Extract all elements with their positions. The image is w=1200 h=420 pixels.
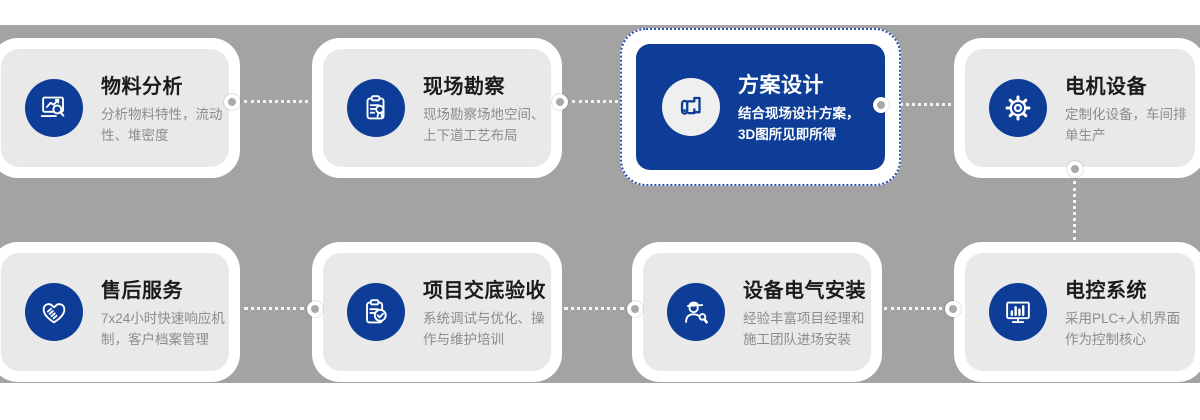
card-text: 现场勘察 现场勘察场地空间、上下道工艺布局	[423, 70, 551, 147]
connector-dotted-line	[1073, 181, 1076, 240]
analysis-monitor-icon	[25, 79, 83, 137]
connector-node	[552, 94, 568, 110]
card-body: 电控系统 采用PLC+人机界面作为控制核心	[965, 253, 1195, 371]
card-body: 现场勘察 现场勘察场地空间、上下道工艺布局	[323, 49, 551, 167]
card-text: 方案设计 结合现场设计方案，3D图所见即所得	[738, 69, 866, 146]
card-text: 设备电气安装 经验丰富项目经理和施工团队进场安装	[743, 274, 871, 351]
card-body: 设备电气安装 经验丰富项目经理和施工团队进场安装	[643, 253, 871, 371]
connector-dotted-line	[244, 100, 308, 103]
control-monitor-icon	[989, 283, 1047, 341]
connector-node	[1067, 161, 1083, 177]
connector-dotted-line	[893, 103, 951, 106]
card-description: 分析物料特性，流动性、堆密度	[101, 106, 223, 143]
card-title: 售后服务	[101, 279, 183, 302]
card-description: 经验丰富项目经理和施工团队进场安装	[743, 310, 865, 347]
connector-dotted-line	[244, 307, 304, 310]
blueprint-icon	[662, 78, 720, 136]
card-title: 电控系统	[1065, 279, 1147, 302]
card-solution-design[interactable]: 方案设计 结合现场设计方案，3D图所见即所得	[620, 28, 901, 186]
card-description: 采用PLC+人机界面作为控制核心	[1065, 310, 1181, 347]
connector-node	[945, 301, 961, 317]
card-electrical-control-system[interactable]: 电控系统 采用PLC+人机界面作为控制核心	[954, 242, 1200, 382]
gear-icon	[989, 79, 1047, 137]
card-after-sales-service[interactable]: 售后服务 7x24小时快速响应机制，客户档案管理	[0, 242, 240, 382]
survey-clipboard-icon	[347, 79, 405, 137]
card-title: 设备电气安装	[743, 279, 866, 302]
card-project-handover-acceptance[interactable]: 项目交底验收 系统调试与优化、操作与维护培训	[312, 242, 562, 382]
card-description: 7x24小时快速响应机制，客户档案管理	[101, 310, 225, 347]
card-description: 系统调试与优化、操作与维护培训	[423, 310, 545, 347]
card-body: 售后服务 7x24小时快速响应机制，客户档案管理	[1, 253, 229, 371]
card-title: 物料分析	[101, 75, 183, 98]
connector-node	[627, 301, 643, 317]
card-body: 项目交底验收 系统调试与优化、操作与维护培训	[323, 253, 551, 371]
card-material-analysis[interactable]: 物料分析 分析物料特性，流动性、堆密度	[0, 38, 240, 178]
card-text: 电控系统 采用PLC+人机界面作为控制核心	[1065, 274, 1193, 351]
card-title: 现场勘察	[423, 75, 505, 98]
connector-node	[224, 94, 240, 110]
card-description: 结合现场设计方案，3D图所见即所得	[738, 105, 860, 142]
card-description: 定制化设备，车间排单生产	[1065, 106, 1187, 143]
card-text: 物料分析 分析物料特性，流动性、堆密度	[101, 70, 229, 147]
card-body: 物料分析 分析物料特性，流动性、堆密度	[1, 49, 229, 167]
card-text: 项目交底验收 系统调试与优化、操作与维护培训	[423, 274, 551, 351]
connector-dotted-line	[564, 307, 624, 310]
card-body: 电机设备 定制化设备，车间排单生产	[965, 49, 1195, 167]
clipboard-check-icon	[347, 283, 405, 341]
connector-dotted-line	[572, 100, 618, 103]
worker-wrench-icon	[667, 283, 725, 341]
card-title: 电机设备	[1065, 75, 1147, 98]
card-title: 项目交底验收	[423, 279, 546, 302]
card-site-survey[interactable]: 现场勘察 现场勘察场地空间、上下道工艺布局	[312, 38, 562, 178]
card-title: 方案设计	[738, 73, 824, 97]
card-equipment-electrical-installation[interactable]: 设备电气安装 经验丰富项目经理和施工团队进场安装	[632, 242, 882, 382]
card-description: 现场勘察场地空间、上下道工艺布局	[423, 106, 545, 143]
connector-dotted-line	[884, 307, 942, 310]
connector-node	[873, 97, 889, 113]
card-text: 电机设备 定制化设备，车间排单生产	[1065, 70, 1193, 147]
card-motor-equipment[interactable]: 电机设备 定制化设备，车间排单生产	[954, 38, 1200, 178]
connector-node	[307, 301, 323, 317]
card-text: 售后服务 7x24小时快速响应机制，客户档案管理	[101, 274, 229, 351]
handshake-heart-icon	[25, 283, 83, 341]
card-body: 方案设计 结合现场设计方案，3D图所见即所得	[636, 44, 885, 170]
